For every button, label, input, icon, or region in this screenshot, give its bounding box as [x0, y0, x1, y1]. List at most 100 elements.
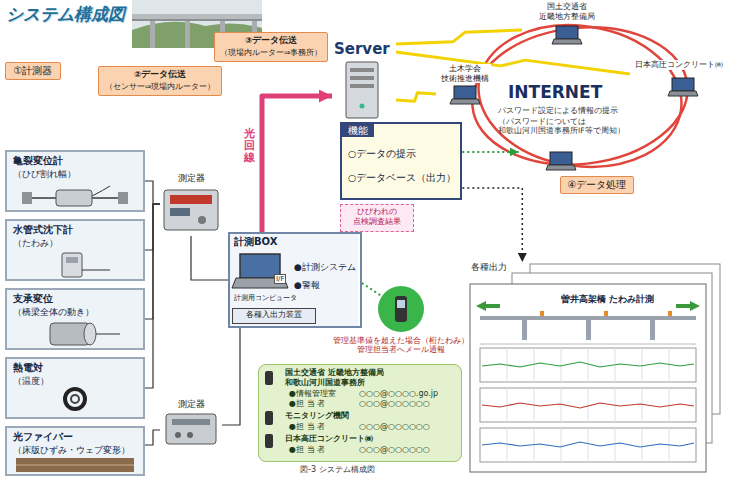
output-chart — [540, 311, 544, 316]
output-chart — [482, 362, 694, 367]
contact-box-text: ●担 当 者 — [289, 422, 325, 432]
bridge-photo — [132, 19, 262, 21]
output-sheets-text: 各種出力 — [470, 262, 508, 273]
laptop-picture — [450, 86, 480, 104]
sensor-box: 支承変位（橋梁全体の動き） — [5, 288, 145, 350]
internet-ring — [465, 17, 694, 175]
measurement-box-fill — [228, 232, 358, 328]
sensor-box: 光ファイバー （床版ひずみ・ウェブ変形） — [5, 426, 145, 476]
function-box-text: 機能 — [342, 124, 374, 137]
callout-box-text: ②データ伝送 — [134, 69, 186, 79]
measurement-box: 計測BOX●計測システム●警報I/F計測用コンピュータ各種入出力装置 — [228, 232, 362, 328]
diagram-title: システム構成図 — [6, 4, 125, 24]
callout-box-text: ③データ伝送 — [245, 35, 297, 45]
server-picture — [346, 62, 378, 118]
crack-gauge-picture — [22, 186, 128, 206]
settlement-gauge-picture — [62, 253, 110, 277]
io-box-text: 各種入出力装置 — [246, 310, 302, 320]
sensor-box-text: （橋梁全体の動き） — [13, 307, 94, 317]
bridge-photo — [150, 21, 155, 48]
contact-box-fill — [258, 364, 462, 462]
output-chart — [480, 316, 696, 320]
contact-box-text: 国土交通省 近畿地方整備局 和歌山河川国道事務所 — [285, 368, 397, 387]
callout-box-text: ④データ処理 — [568, 179, 627, 191]
sensor-box-text: 亀裂変位計 — [13, 155, 63, 167]
bearing-sensor-picture — [84, 323, 96, 345]
callout-box-text: ①計測器 — [14, 65, 53, 77]
laptop-picture — [668, 78, 698, 96]
server-picture — [350, 68, 374, 72]
measurement-box-text: ●警報 — [294, 280, 320, 291]
contact-box-text: ○○○@○○○○○○ — [359, 399, 430, 409]
function-box-text: ○データベース（出力） — [348, 172, 456, 183]
callout-box-text: （現場内ルーター⇒事務所） — [220, 48, 323, 58]
alert-phone-picture — [378, 286, 424, 332]
bearing-sensor-picture — [96, 334, 120, 335]
thermocouple-picture — [71, 395, 79, 403]
output-chart — [668, 311, 672, 316]
output-chart — [586, 320, 591, 340]
thermocouple-picture — [65, 389, 85, 409]
contact-box-fill — [265, 434, 273, 448]
output-sheets: 各種出力曽井高架橋 たわみ計測 — [468, 262, 726, 474]
alert-phone-picture — [395, 296, 407, 322]
sensor-box-text: （床版ひずみ・ウェブ変形） — [13, 445, 130, 455]
contact-box-text: モニタリング機関 — [285, 411, 349, 421]
settlement-gauge-picture — [82, 270, 110, 271]
output-sheets-picture — [470, 264, 720, 472]
inspection-box-text: ひびわれの 点検調査結果 — [352, 207, 402, 226]
output-sheets-text: 曽井高架橋 たわみ計測 — [560, 294, 655, 305]
bearing-sensor-picture — [50, 323, 120, 345]
optical-fiber-picture — [16, 465, 134, 466]
connector — [145, 204, 160, 388]
measuring-device-picture — [187, 432, 193, 438]
edge-label: 光回線 — [244, 128, 255, 164]
computer-picture — [232, 254, 288, 288]
callout-box-text: （センサー⇒現場内ルーター） — [105, 82, 216, 92]
client-node-text: 国土交通省 近畿地方整備局 — [537, 2, 597, 21]
bridge-photo — [132, 14, 262, 19]
sensor-box-text: 水管式沈下計 — [13, 224, 73, 236]
measuring-device-picture — [164, 190, 218, 230]
crack-gauge-picture — [22, 192, 32, 204]
client-node: 日本高圧コンクリート㈱ — [630, 60, 726, 102]
connector — [396, 30, 522, 44]
contact-box-text: ○○○@○○○○.go.jp — [359, 389, 438, 399]
measuring-device-picture — [166, 414, 216, 444]
sensor-panel-fill — [5, 150, 145, 212]
client-node-text: 日本高圧コンクリート㈱ — [634, 60, 724, 70]
connector — [145, 430, 160, 445]
figure-caption: 図-3 システム構成図 — [300, 465, 375, 475]
output-chart — [480, 344, 696, 345]
alert-phone-picture — [397, 300, 405, 308]
optical-fiber-picture — [16, 458, 134, 472]
alert-circle: 管理基準値を超えた場合（桁たわみ） 管理担当者へメール通報 — [378, 286, 424, 332]
sensor-panel-fill — [5, 426, 145, 476]
contact-box-text: ○○○@○○○○○○ — [359, 445, 430, 455]
measurement-box-fill — [228, 232, 358, 328]
contact-box: 国土交通省 近畿地方整備局 和歌山河川国道事務所●情報管理室○○○@○○○○.g… — [258, 364, 462, 462]
io-box: 各種入出力装置 — [232, 308, 316, 324]
server-picture — [350, 76, 374, 80]
server-node-text: Server — [334, 40, 390, 58]
sensor-panel-fill — [5, 288, 145, 350]
client-node: 土木学会 技術推進機構 — [436, 64, 494, 106]
connector — [462, 188, 522, 262]
server-picture — [360, 104, 365, 109]
callout-box: ②データ伝送 （センサー⇒現場内ルーター） — [98, 66, 222, 96]
connector — [396, 52, 630, 74]
instrument-box: 測定器 — [160, 398, 222, 448]
connector — [462, 151, 518, 153]
connector — [396, 93, 436, 102]
measuring-device-picture — [198, 216, 206, 224]
settlement-gauge-picture — [66, 257, 78, 263]
measuring-device-picture — [164, 190, 218, 230]
measurement-box-text: ●計測システム — [294, 262, 356, 273]
contact-box-fill — [258, 364, 462, 462]
measurement-box-text: I/F — [274, 274, 286, 284]
contact-box-text: ○○○@○○○○○○ — [359, 422, 430, 432]
settlement-gauge-picture — [62, 253, 82, 277]
sensor-box-text: 光ファイバー — [13, 431, 73, 443]
function-box: 機能○データの提示○データベース（出力） — [340, 122, 462, 200]
